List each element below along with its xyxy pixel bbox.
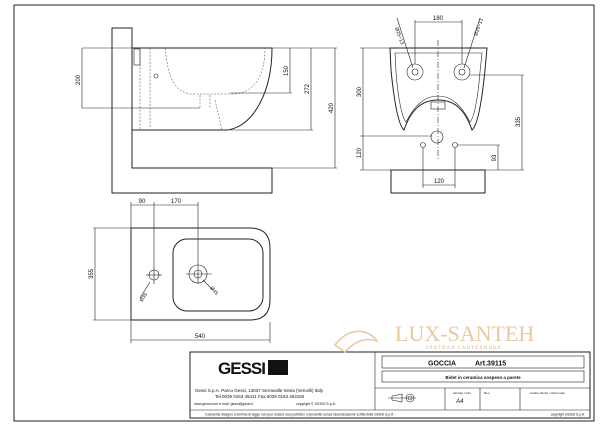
dim-150: 150 <box>284 65 290 76</box>
legal-copyright: copyright GESSI S.p.A. <box>551 413 585 417</box>
copyright: copyright © GESSI S.p.A. <box>296 402 336 406</box>
format-label: formato / size <box>453 391 471 395</box>
side-view: 200 150 272 420 <box>76 27 337 194</box>
client-code-label: codice cliente / client code <box>530 391 565 395</box>
watermark-swan-icon <box>333 330 379 353</box>
dim-120-vertical: 120 <box>357 147 363 158</box>
hole-big-label: Ø45 <box>208 285 219 296</box>
tap-hole-left <box>406 63 424 81</box>
dim-200: 200 <box>76 74 82 85</box>
hole-left-label: Ø25÷13 <box>393 27 405 46</box>
projection-symbol-icon <box>388 393 416 403</box>
basin-outline <box>172 238 264 312</box>
article-number: Art.39115 <box>475 361 506 368</box>
tap-hole-right <box>453 63 471 81</box>
dim-272: 272 <box>305 83 311 94</box>
gessi-logo: GESSI <box>218 359 265 378</box>
hole-right-label: Ø25÷13 <box>473 18 485 37</box>
dim-355: 355 <box>89 268 95 279</box>
company-address: Gessi S.p.A. Parco Gessi, 13037 Serraval… <box>195 388 324 393</box>
front-view: 180 300 120 335 93 120 Ø25÷13 Ø25÷13 <box>357 16 524 194</box>
dim-93: 93 <box>492 154 498 161</box>
rev-label: Rev. <box>484 391 490 395</box>
dim-170: 170 <box>171 199 182 205</box>
dim-335: 335 <box>516 116 522 127</box>
product-name: GOCCIA <box>428 361 456 368</box>
dim-300: 300 <box>357 86 363 97</box>
dim-420: 420 <box>329 102 335 113</box>
dim-180: 180 <box>433 16 444 22</box>
legal-disclaimer: Il presente disegno a termine di legge n… <box>205 413 396 417</box>
product-description: Bidet in ceramica sospeso a parete <box>445 375 521 380</box>
dim-540: 540 <box>195 334 206 340</box>
company-contacts: Tel.0039 0163 45411 Fax.0039 0163 453150 <box>215 394 305 399</box>
watermark-brand: LUX-SANTEH <box>395 321 534 346</box>
dim-120-horizontal: 120 <box>434 179 445 185</box>
hole-small-label: Ø35 <box>139 292 149 303</box>
wall-and-floor <box>111 27 273 194</box>
dim-90: 90 <box>139 199 146 205</box>
plan-view: 90 170 355 540 Ø35 Ø45 <box>89 199 271 343</box>
floor-block <box>390 169 486 194</box>
format-value: A4 <box>455 399 464 405</box>
watermark: LUX-SANTEH ЭЛИТНАЯ САНТЕХНИКА <box>333 321 534 353</box>
bidet-side-outline <box>132 47 273 131</box>
gessi-logo-block <box>268 360 288 375</box>
drawing-frame <box>13 4 595 422</box>
watermark-tagline: ЭЛИТНАЯ САНТЕХНИКА <box>425 346 502 351</box>
title-block: GESSI Gessi S.p.A. Parco Gessi, 13037 Se… <box>189 351 591 419</box>
bidet-plan-outline <box>130 227 271 321</box>
company-web: www.gessi.com e-mail: gessi@gessi.it <box>194 402 253 406</box>
